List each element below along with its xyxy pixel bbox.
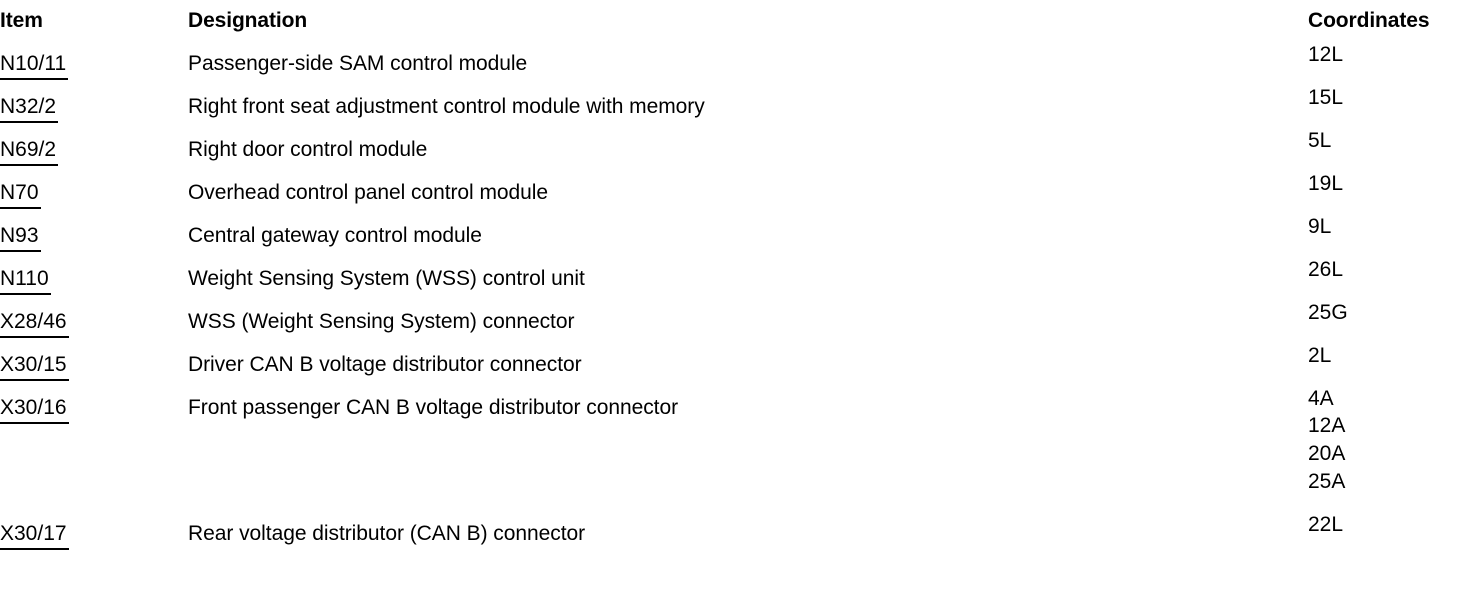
coordinate-value: 9L — [1308, 215, 1332, 238]
cell-item: N10/11 — [0, 42, 188, 85]
cell-coordinates: 5L — [1308, 128, 1472, 171]
table-row: N93 Central gateway control module 9L — [0, 214, 1472, 257]
cell-designation: WSS (Weight Sensing System) connector — [188, 310, 575, 333]
component-legend-table: Item Designation Coordinates N10/11 Passe… — [0, 0, 1472, 555]
item-link[interactable]: X30/15 — [0, 352, 69, 381]
item-link[interactable]: N110 — [0, 266, 51, 295]
table-row: X30/17 Rear voltage distributor (CAN B) c… — [0, 512, 1472, 555]
item-link[interactable]: N69/2 — [0, 137, 59, 166]
coordinate-value: 12A — [1308, 414, 1346, 437]
item-link[interactable]: N93 — [0, 223, 41, 252]
column-header-item: Item — [0, 9, 43, 32]
cell-coordinates: 12L — [1308, 42, 1472, 85]
coordinate-value: 26L — [1308, 258, 1344, 281]
coordinate-list: 15L — [1308, 85, 1472, 111]
column-header-designation: Designation — [188, 9, 308, 32]
cell-coordinates: 25G — [1308, 300, 1472, 343]
cell-item: X30/15 — [0, 343, 188, 386]
table-row: X28/46 WSS (Weight Sensing System) connec… — [0, 300, 1472, 343]
cell-designation: Front passenger CAN B voltage distributo… — [188, 396, 679, 419]
coordinate-value: 2L — [1308, 344, 1332, 367]
coordinate-list: 19L — [1308, 171, 1472, 197]
cell-item: N93 — [0, 214, 188, 257]
coordinate-list: 4A 12A 20A 25A — [1308, 386, 1472, 496]
cell-coordinates: 19L — [1308, 171, 1472, 214]
cell-coordinates: 15L — [1308, 85, 1472, 128]
table-row: N10/11 Passenger-side SAM control module 1… — [0, 42, 1472, 85]
coordinate-list: 25G — [1308, 300, 1472, 326]
table-header: Item Designation Coordinates — [0, 0, 1472, 42]
cell-item: N32/2 — [0, 85, 188, 128]
coordinate-value: 4A — [1308, 387, 1334, 410]
table-row: N32/2 Right front seat adjustment control… — [0, 85, 1472, 128]
coordinate-list: 26L — [1308, 257, 1472, 283]
item-link[interactable]: N10/11 — [0, 51, 69, 80]
cell-designation: Right front seat adjustment control modu… — [188, 95, 705, 118]
item-link[interactable]: X30/17 — [0, 521, 69, 550]
cell-item: N110 — [0, 257, 188, 300]
coordinate-value: 5L — [1308, 129, 1332, 152]
item-link[interactable]: X30/16 — [0, 395, 69, 424]
coordinate-list: 2L — [1308, 343, 1472, 369]
coordinate-value: 19L — [1308, 172, 1344, 195]
coordinate-list: 12L — [1308, 42, 1472, 68]
coordinate-list: 22L — [1308, 512, 1472, 538]
cell-designation: Central gateway control module — [188, 224, 482, 247]
cell-designation: Driver CAN B voltage distributor connect… — [188, 353, 582, 376]
table-body: N10/11 Passenger-side SAM control module 1… — [0, 42, 1472, 555]
coordinate-value: 25A — [1308, 470, 1346, 493]
cell-item: X30/16 — [0, 386, 188, 512]
table-row: X30/16 Front passenger CAN B voltage dist… — [0, 386, 1472, 512]
cell-item: X30/17 — [0, 512, 188, 555]
coordinate-value: 12L — [1308, 43, 1344, 66]
cell-item: N69/2 — [0, 128, 188, 171]
table-row: X30/15 Driver CAN B voltage distributor c… — [0, 343, 1472, 386]
table-row: N110 Weight Sensing System (WSS) control … — [0, 257, 1472, 300]
coordinate-list: 9L — [1308, 214, 1472, 240]
coordinate-value: 25G — [1308, 301, 1348, 324]
cell-coordinates: 4A 12A 20A 25A — [1308, 386, 1472, 512]
coordinate-value: 15L — [1308, 86, 1344, 109]
coordinate-value: 22L — [1308, 513, 1344, 536]
item-link[interactable]: X28/46 — [0, 309, 69, 338]
table-row: N69/2 Right door control module 5L — [0, 128, 1472, 171]
cell-item: X28/46 — [0, 300, 188, 343]
coordinate-list: 5L — [1308, 128, 1472, 154]
cell-coordinates: 2L — [1308, 343, 1472, 386]
cell-designation: Right door control module — [188, 138, 428, 161]
column-header-coordinates: Coordinates — [1308, 9, 1430, 32]
cell-coordinates: 9L — [1308, 214, 1472, 257]
cell-designation: Weight Sensing System (WSS) control unit — [188, 267, 585, 290]
cell-item: N70 — [0, 171, 188, 214]
coordinate-value: 20A — [1308, 442, 1346, 465]
cell-coordinates: 26L — [1308, 257, 1472, 300]
table-header-row: Item Designation Coordinates — [0, 0, 1472, 42]
cell-designation: Overhead control panel control module — [188, 181, 549, 204]
cell-designation: Passenger-side SAM control module — [188, 52, 528, 75]
item-link[interactable]: N70 — [0, 180, 41, 209]
cell-designation: Rear voltage distributor (CAN B) connect… — [188, 522, 586, 545]
table-row: N70 Overhead control panel control module… — [0, 171, 1472, 214]
cell-coordinates: 22L — [1308, 512, 1472, 555]
item-link[interactable]: N32/2 — [0, 94, 59, 123]
